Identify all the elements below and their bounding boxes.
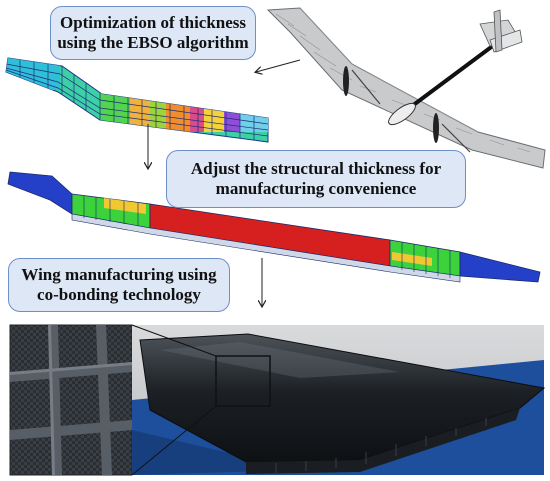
finished-wing-photo xyxy=(132,325,546,475)
step-box-adjust-thickness: Adjust the structural thickness for manu… xyxy=(166,150,466,208)
step-box-manufacturing: Wing manufacturing using co-bonding tech… xyxy=(8,258,230,312)
step-box-optimization: Optimization of thickness using the EBSO… xyxy=(50,6,256,60)
carbon-spar-grid-photo xyxy=(9,324,133,476)
step-3-line-2: co-bonding technology xyxy=(37,285,201,304)
propeller-left xyxy=(343,66,381,105)
step-2-line-1: Adjust the structural thickness for xyxy=(190,159,442,178)
adjusted-thickness-wing-mesh xyxy=(7,171,541,283)
aircraft-illustration xyxy=(266,7,546,169)
step-2-line-2: manufacturing convenience xyxy=(215,179,417,198)
propeller-right xyxy=(433,113,471,153)
step-1-line-2: using the EBSO algorithm xyxy=(57,33,249,52)
step-3-line-1: Wing manufacturing using xyxy=(21,265,217,284)
step-1-line-1: Optimization of thickness xyxy=(59,13,247,32)
zoom-callout-box xyxy=(215,355,271,407)
